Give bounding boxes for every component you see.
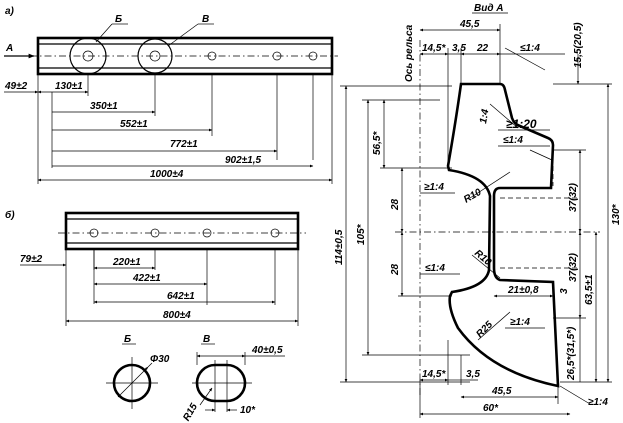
view-b-label: б) — [5, 209, 15, 221]
detail-v-label: В — [203, 334, 210, 345]
view-a-section: Вид А Ось рельса 114±0,5 105* 56,5 — [334, 3, 622, 418]
slope-1: ≥1:20 — [506, 117, 537, 131]
dim-right-3: 63,5±1 — [584, 274, 595, 305]
dim-b-0: 79±2 — [20, 254, 43, 265]
detail-b: Б Φ30 — [106, 334, 170, 409]
dim-right-1: 37(32) — [568, 182, 579, 212]
dim-right-4: 26,5*(31,5*) — [566, 326, 577, 381]
dim-a-6: 1000±4 — [150, 169, 184, 180]
slope-4: ≤1:4 — [425, 263, 445, 274]
dim-b-1: 220±1 — [112, 257, 141, 268]
dim-right-2: 37(32) — [568, 252, 579, 282]
view-a: а) Б В А — [4, 6, 338, 184]
detail-b-diameter: Φ30 — [150, 354, 170, 365]
dim-a-0: 49±2 — [4, 81, 28, 92]
dim-a-5: 902±1,5 — [225, 155, 262, 166]
dim-a-3: 552±1 — [120, 119, 148, 130]
dim-right-0: 130* — [611, 203, 622, 225]
slope-3: ≥1:4 — [424, 182, 444, 193]
bar-a — [36, 36, 334, 76]
dim-b-3: 642±1 — [167, 291, 195, 302]
detail-v-radius: R15 — [181, 401, 200, 423]
slope-2: ≤1:4 — [503, 135, 523, 146]
dim-top-0: 45,5 — [459, 19, 480, 30]
bar-b — [64, 211, 300, 251]
misc-1: 3 — [559, 288, 570, 294]
dim-b-4: 800±4 — [163, 310, 191, 321]
dim-bottom-1: 3,5 — [466, 369, 480, 380]
dim-bottom-0: 14,5* — [422, 369, 446, 380]
dim-top-1: 14,5* — [422, 43, 446, 54]
rail-axis-label: Ось рельса — [404, 24, 415, 82]
profile-outline — [446, 82, 560, 388]
hole-v — [137, 38, 173, 74]
hole-v-label: В — [202, 14, 209, 25]
dim-left-4: 28 — [390, 263, 401, 276]
radius-2: R25 — [474, 319, 495, 340]
dim-left-3: 28 — [390, 198, 401, 211]
detail-v: В 40±0,5 R15 10* — [181, 334, 285, 423]
dim-top-2: 3,5 — [452, 43, 466, 54]
dim-a-1: 130±1 — [55, 81, 83, 92]
dim-a-2: 350±1 — [90, 101, 118, 112]
dim-left-0: 114±0,5 — [334, 229, 345, 265]
dim-left-1: 105* — [356, 223, 367, 245]
detail-v-gap: 10* — [240, 405, 256, 416]
dim-bottom-3: 60* — [483, 403, 499, 414]
dim-top-5: 15,5(20,5) — [573, 22, 584, 68]
dim-top-4: ≤1:4 — [520, 43, 540, 54]
view-a-label: а) — [5, 6, 15, 17]
detail-v-width: 40±0,5 — [251, 345, 283, 356]
dim-bottom-2: 45,5 — [491, 386, 512, 397]
dim-top-3: 22 — [476, 43, 489, 54]
dim-b-2: 422±1 — [132, 273, 161, 284]
slope-0: 1:4 — [478, 108, 491, 125]
misc-0: 21±0,8 — [507, 285, 539, 296]
dim-a-4: 772±1 — [170, 139, 198, 150]
slope-6: ≥1:4 — [588, 397, 608, 408]
hole-b-label: Б — [115, 14, 122, 25]
view-b: б) 79±2 220±1 422±1 642±1 800±4 — [5, 209, 306, 326]
dim-left-2: 56,5* — [372, 131, 383, 155]
view-a-title: Вид А — [474, 3, 504, 14]
radius-0: R10 — [462, 187, 484, 206]
detail-b-label: Б — [124, 334, 131, 345]
slope-5: ≥1:4 — [510, 317, 530, 328]
arrow-a-label: А — [5, 43, 13, 54]
